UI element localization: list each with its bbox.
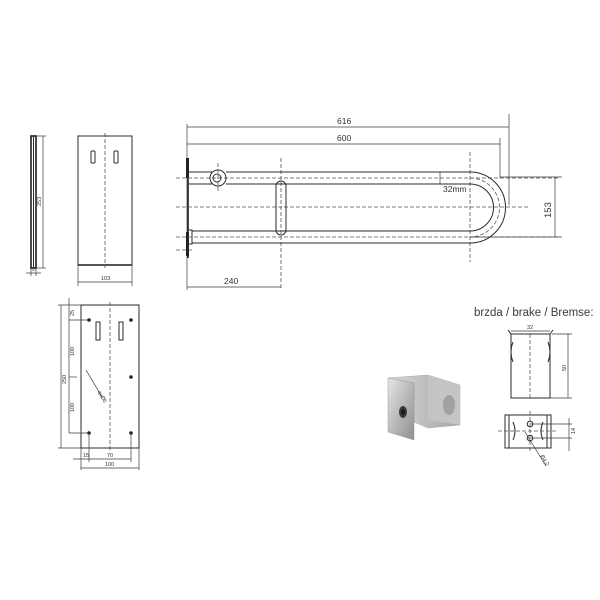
hole-spacing-label: 70 (107, 453, 113, 459)
rail-drawing: 616 600 32mm (176, 114, 562, 290)
lower-spacing-label: 100 (70, 403, 76, 412)
rail-overall-length-label: 616 (337, 116, 351, 126)
brake-title: brzda / brake / Bremse: (474, 307, 594, 319)
plate-hole-label: 4xØ6 (95, 390, 107, 404)
tube-diameter-label: 32mm (443, 184, 467, 194)
brake-hole-spacing-label: 14 (571, 428, 577, 434)
side-view: 253 2 (26, 135, 46, 276)
brake-drawing: 32 50 14 Ø4,2 (498, 325, 577, 467)
front-plate: 103 (77, 133, 133, 286)
brake-hole-label: Ø4,2 (538, 454, 549, 467)
top-offset-label: 25 (70, 310, 76, 316)
plate-width-label: 100 (105, 462, 114, 468)
mounting-plate: 250 25 100 100 4xØ6 15 70 100 (58, 298, 140, 470)
side-thickness-label: 2 (32, 267, 35, 273)
side-height-label: 253 (37, 197, 43, 206)
rail-length-label: 600 (337, 133, 351, 143)
brake-photo (387, 374, 461, 441)
edge-offset-label: 15 (83, 453, 89, 459)
upper-spacing-label: 100 (70, 347, 76, 356)
front-width-label: 103 (101, 276, 110, 282)
brake-height-label: 50 (562, 365, 568, 371)
grip-offset-label: 240 (224, 276, 238, 286)
rail-height-label: 153 (543, 202, 554, 218)
brake-width-label: 32 (527, 325, 533, 331)
plate-height-label: 250 (62, 375, 68, 384)
